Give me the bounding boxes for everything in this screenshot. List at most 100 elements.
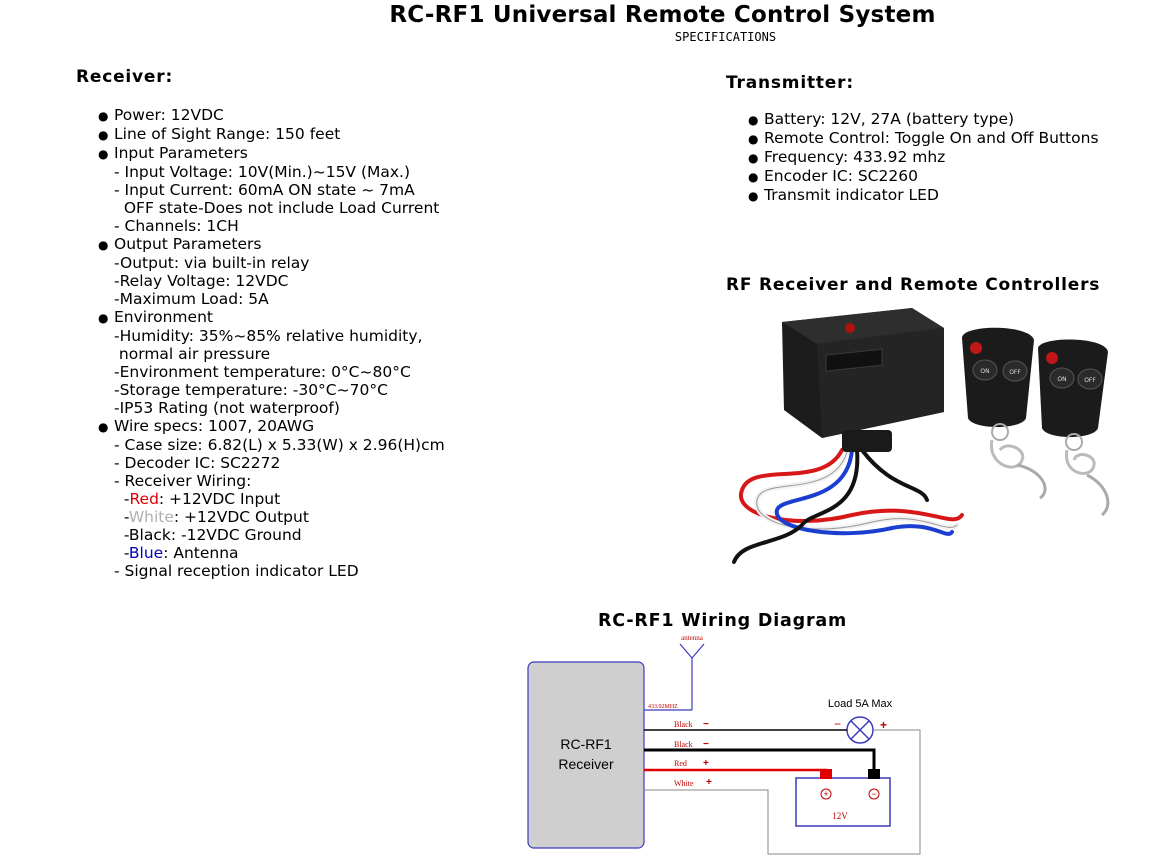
- receiver-spec-subtext: -Humidity: 35%~85% relative humidity,: [114, 327, 423, 345]
- battery-plus: +: [823, 789, 828, 799]
- receiver-and-remotes-photo: ON OFF ON OFF: [732, 308, 1110, 564]
- wiring-color-name: Black: [128, 526, 171, 544]
- wiring-description: : -12VDC Ground: [170, 526, 302, 544]
- remote-2-on-label: ON: [1057, 376, 1066, 383]
- wiring-color-name: White: [128, 508, 174, 526]
- bullet-icon: ●: [98, 238, 109, 252]
- wire-black-2: [644, 748, 876, 774]
- receiver-spec-subtext: - Input Voltage: 10V(Min.)~15V (Max.): [114, 163, 411, 181]
- transmitter-spec-item: ●Encoder IC: SC2260: [748, 167, 1099, 186]
- receiver-spec-text: Output Parameters: [114, 235, 262, 253]
- battery-symbol: [795, 769, 891, 827]
- bullet-icon: ●: [748, 170, 759, 184]
- transmitter-spec-item: ● Remote Control: Toggle On and Off Butto…: [748, 129, 1099, 148]
- receiver-spec-subitem: -Relay Voltage: 12VDC: [98, 272, 445, 290]
- transmitter-spec-text: Frequency: 433.92 mhz: [764, 148, 946, 166]
- wiring-item: -Blue: Antenna: [98, 544, 445, 562]
- bullet-icon: ●: [98, 420, 109, 434]
- wiring-description: : Antenna: [163, 544, 239, 562]
- remote-1-on-label: ON: [980, 368, 989, 375]
- wire-2-minus: −: [703, 739, 709, 750]
- transmitter-spec-item: ●Frequency: 433.92 mhz: [748, 148, 1099, 167]
- wire-white-return: [644, 729, 921, 855]
- receiver-block: [527, 661, 645, 849]
- receiver-spec-subtext: -IP53 Rating (not waterproof): [114, 399, 340, 417]
- receiver-spec-text: Line of Sight Range: 150 feet: [114, 125, 341, 143]
- receiver-spec-subtext: -Output: via built-in relay: [114, 254, 310, 272]
- remote-1-off-label: OFF: [1009, 369, 1021, 376]
- receiver-spec-item: ● Environment: [98, 308, 445, 327]
- receiver-spec-subtext: -Maximum Load: 5A: [114, 290, 269, 308]
- receiver-spec-text: Wire specs: 1007, 20AWG: [114, 417, 315, 435]
- antenna-label: antenna: [681, 634, 704, 642]
- receiver-spec-subitem: -Output: via built-in relay: [98, 254, 445, 272]
- receiver-spec-subtext: - Decoder IC: SC2272: [114, 454, 281, 472]
- wiring-prefix: -: [114, 544, 129, 562]
- battery-label: 12V: [832, 811, 848, 821]
- wiring-item: -White: +12VDC Output: [98, 508, 445, 526]
- receiver-heading: Receiver:: [76, 67, 174, 87]
- load-label: Load 5A Max: [828, 698, 893, 710]
- bullet-icon: ●: [748, 132, 759, 146]
- transmitter-spec-text: Transmit indicator LED: [764, 186, 939, 204]
- receiver-spec-subtext: - Signal reception indicator LED: [114, 562, 359, 580]
- wiring-prefix: -: [114, 526, 129, 544]
- wiring-item: -Black: -12VDC Ground: [98, 526, 445, 544]
- receiver-spec-subitem: - Case size: 6.82(L) x 5.33(W) x 2.96(H)…: [98, 436, 445, 454]
- transmitter-spec-text: Battery: 12V, 27A (battery type): [764, 110, 1015, 128]
- bullet-icon: ●: [748, 113, 759, 127]
- frequency-label: 433.92MHZ: [648, 704, 678, 710]
- receiver-spec-text: Power: 12VDC: [114, 106, 224, 124]
- receiver-spec-subtext: -Storage temperature: -30°C~70°C: [114, 381, 388, 399]
- load-lamp-symbol: [846, 716, 874, 744]
- antenna-symbol: [644, 643, 705, 711]
- receiver-spec-list: ●Power: 12VDC●Line of Sight Range: 150 f…: [98, 106, 445, 580]
- receiver-spec-subitem: -Maximum Load: 5A: [98, 290, 445, 308]
- battery-minus: −: [871, 789, 876, 799]
- receiver-spec-subtext: -Environment temperature: 0°C~80°C: [114, 363, 411, 381]
- wiring-description: : +12VDC Output: [173, 508, 309, 526]
- wire-label-red: Red: [674, 759, 687, 768]
- bullet-icon: ●: [98, 311, 109, 325]
- lamp-plus: +: [880, 718, 887, 732]
- wire-label-black-1: Black: [674, 720, 693, 729]
- wiring-diagram: RC-RF1 Receiver antenna 433.92MHZ Load 5…: [527, 634, 921, 855]
- remote-2-off-label: OFF: [1084, 377, 1096, 384]
- receiver-spec-subtext: - Input Current: 60mA ON state ~ 7mA: [114, 181, 415, 199]
- receiver-spec-subtext: - Channels: 1CH: [114, 217, 239, 235]
- diagram-heading: RC-RF1 Wiring Diagram: [598, 611, 848, 631]
- remote-control-1: ON OFF: [962, 327, 1047, 500]
- wire-red: [644, 768, 828, 774]
- receiver-spec-subitem: - Channels: 1CH: [98, 217, 445, 235]
- lamp-minus: −: [834, 717, 841, 731]
- receiver-spec-text: Environment: [114, 308, 213, 326]
- bullet-icon: ●: [98, 147, 109, 161]
- receiver-box: [782, 308, 944, 452]
- receiver-spec-subtext: OFF state-Does not include Load Current: [114, 199, 440, 217]
- receiver-spec-subitem: - Input Current: 60mA ON state ~ 7mA: [98, 181, 445, 199]
- wiring-prefix: -: [114, 508, 129, 526]
- receiver-spec-item: ●Line of Sight Range: 150 feet: [98, 125, 445, 144]
- receiver-spec-subtext: -Relay Voltage: 12VDC: [114, 272, 289, 290]
- transmitter-spec-item: ● Battery: 12V, 27A (battery type): [748, 110, 1099, 129]
- receiver-spec-subitem: - Signal reception indicator LED: [98, 562, 445, 580]
- receiver-spec-subtext: - Case size: 6.82(L) x 5.33(W) x 2.96(H)…: [114, 436, 445, 454]
- receiver-spec-subitem: - Input Voltage: 10V(Min.)~15V (Max.): [98, 163, 445, 181]
- page-subtitle: SPECIFICATIONS: [674, 30, 777, 44]
- wire-4-plus: +: [706, 777, 712, 788]
- receiver-spec-item: ● Wire specs: 1007, 20AWG: [98, 417, 445, 436]
- wire-1-minus: −: [703, 719, 709, 730]
- page-title: RC-RF1 Universal Remote Control System: [389, 2, 936, 28]
- receiver-spec-text: Input Parameters: [114, 144, 248, 162]
- receiver-block-label-2: Receiver: [558, 756, 614, 772]
- transmitter-spec-text: Remote Control: Toggle On and Off Button…: [764, 129, 1099, 147]
- receiver-spec-item: ● Input Parameters: [98, 144, 445, 163]
- receiver-spec-subitem: - Decoder IC: SC2272: [98, 454, 445, 472]
- receiver-spec-item: ● Output Parameters: [98, 235, 445, 254]
- transmitter-heading: Transmitter:: [726, 73, 854, 93]
- receiver-spec-subitem: normal air pressure: [98, 345, 445, 363]
- receiver-spec-subitem: -Storage temperature: -30°C~70°C: [98, 381, 445, 399]
- bullet-icon: ●: [98, 109, 109, 123]
- wiring-prefix: -: [114, 490, 130, 508]
- bullet-icon: ●: [748, 189, 759, 203]
